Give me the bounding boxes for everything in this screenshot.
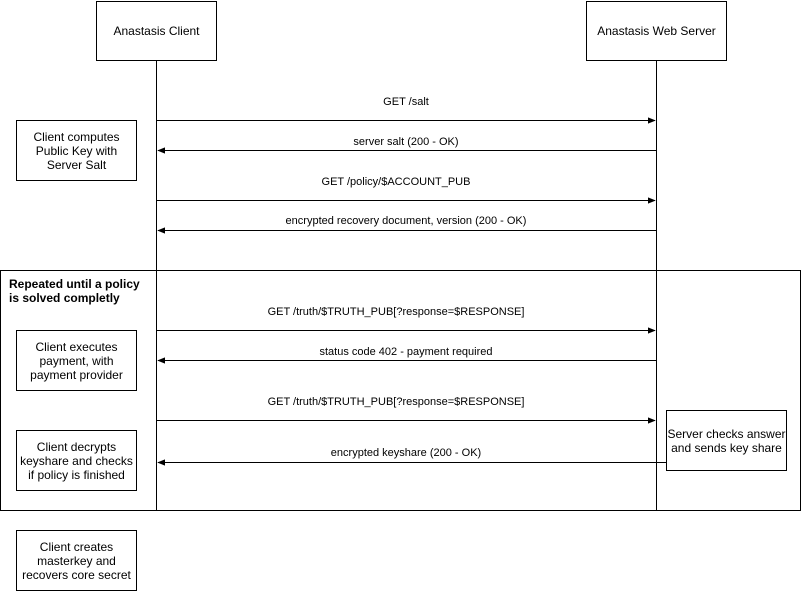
note-create-masterkey: Client creates masterkey and recovers co… [16, 530, 137, 591]
message-encrypted-keyshare: encrypted keyshare (200 - OK) [330, 447, 482, 459]
message-get-policy: GET /policy/$ACCOUNT_PUB [321, 176, 471, 188]
participant-server: Anastasis Web Server [586, 1, 727, 61]
participant-server-label: Anastasis Web Server [597, 24, 716, 38]
loop-title: Repeated until a policy is solved comple… [9, 277, 140, 305]
participant-client: Anastasis Client [96, 1, 217, 61]
note-execute-payment: Client executes payment, with payment pr… [16, 330, 137, 391]
note-decrypt-keyshare: Client decrypts keyshare and checks if p… [16, 430, 137, 491]
participant-client-label: Anastasis Client [113, 24, 200, 38]
note-compute-public-key: Client computes Public Key with Server S… [16, 120, 137, 181]
message-payment-required: status code 402 - payment required [319, 346, 493, 358]
note-server-checks-answer: Server checks answer and sends key share [666, 410, 787, 471]
message-recovery-document: encrypted recovery document, version (20… [285, 215, 527, 227]
message-get-truth-1: GET /truth/$TRUTH_PUB[?response=$RESPONS… [267, 306, 525, 318]
message-get-salt: GET /salt [383, 96, 429, 108]
message-server-salt: server salt (200 - OK) [353, 136, 459, 148]
message-get-truth-2: GET /truth/$TRUTH_PUB[?response=$RESPONS… [267, 396, 525, 408]
